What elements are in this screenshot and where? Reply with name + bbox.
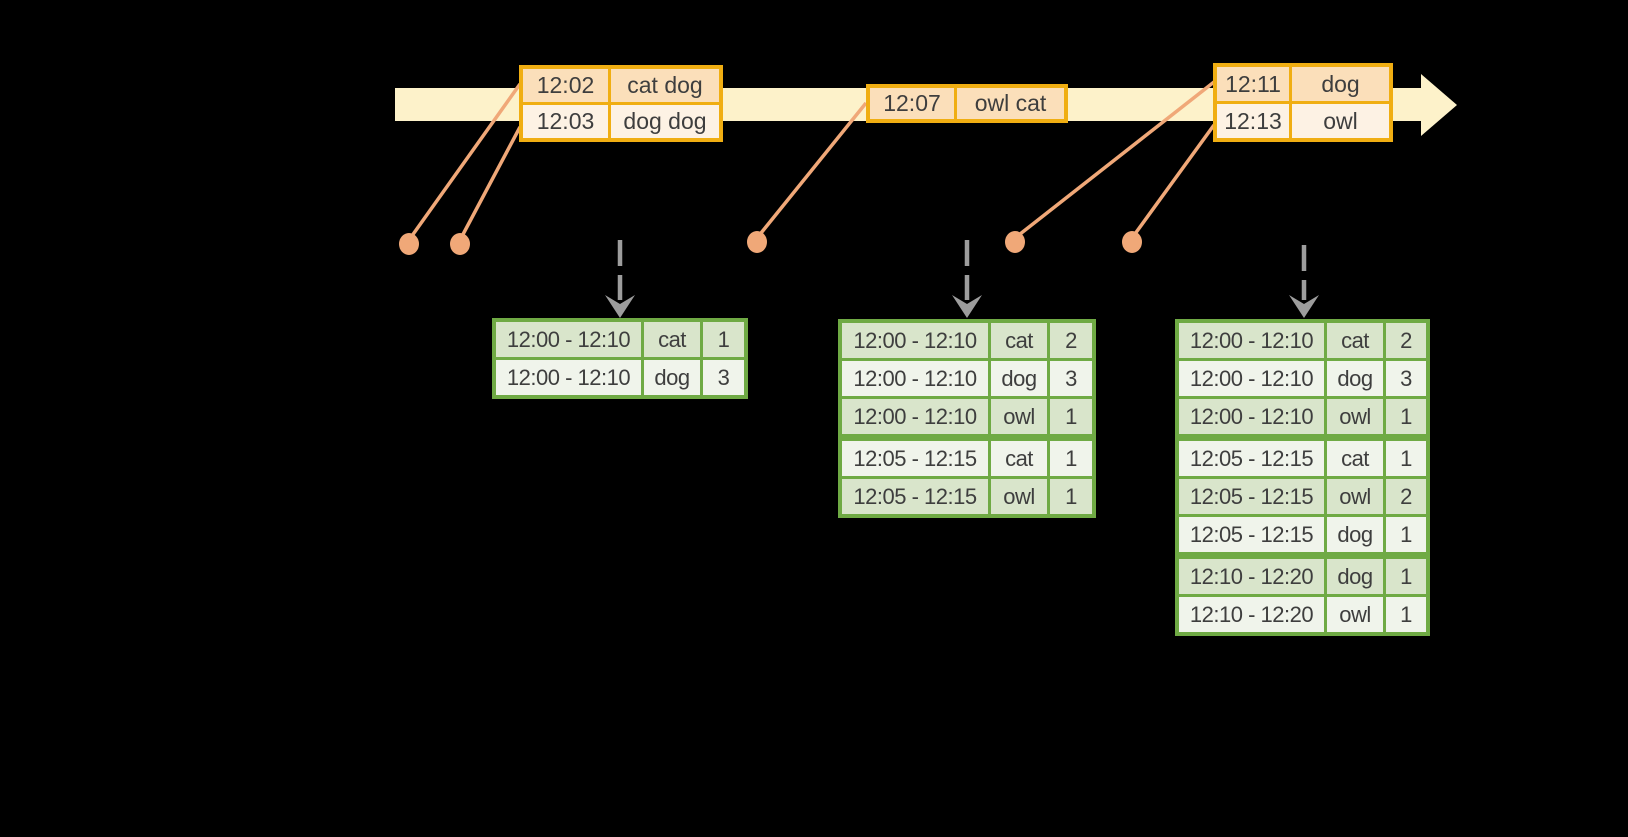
count-cell: 1: [703, 322, 744, 357]
event-connector-line: [755, 101, 868, 240]
window-cell: 12:05 - 12:15: [1179, 441, 1324, 476]
count-cell: 1: [1386, 559, 1426, 594]
word-cell: owl: [1327, 399, 1383, 434]
result-row: 12:10 - 12:20 owl 1: [1179, 597, 1426, 632]
result-row: 12:10 - 12:20 dog 1: [1179, 559, 1426, 594]
word-cell: owl: [991, 479, 1047, 514]
event-row: 12:02 cat dog: [523, 69, 719, 102]
word-cell: dog: [1327, 559, 1383, 594]
window-cell: 12:05 - 12:15: [1179, 517, 1324, 552]
window-cell: 12:05 - 12:15: [1179, 479, 1324, 514]
window-cell: 12:10 - 12:20: [1179, 559, 1324, 594]
event-dot: [399, 233, 419, 255]
window-cell: 12:05 - 12:15: [842, 441, 988, 476]
result-row: 12:00 - 12:10 cat 1: [496, 322, 744, 357]
count-cell: 2: [1386, 323, 1426, 358]
result-row: 12:05 - 12:15 cat 1: [842, 441, 1092, 476]
event-time-cell: 12:03: [523, 105, 608, 138]
count-cell: 2: [1050, 323, 1092, 358]
result-row: 12:05 - 12:15 owl 1: [842, 479, 1092, 514]
event-words-cell: dog dog: [611, 105, 719, 138]
result-row: 12:00 - 12:10 owl 1: [1179, 399, 1426, 434]
word-cell: cat: [1327, 323, 1383, 358]
count-cell: 2: [1386, 479, 1426, 514]
result-table-1: 12:00 - 12:10 cat 1 12:00 - 12:10 dog 3: [492, 318, 748, 399]
event-words-cell: owl cat: [957, 88, 1064, 119]
event-dot: [1005, 231, 1025, 253]
window-cell: 12:00 - 12:10: [496, 360, 641, 395]
window-cell: 12:00 - 12:10: [842, 399, 988, 434]
result-table-3: 12:00 - 12:10 cat 2 12:00 - 12:10 dog 3 …: [1175, 319, 1430, 636]
event-time-cell: 12:13: [1217, 104, 1289, 138]
count-cell: 1: [1386, 441, 1426, 476]
count-cell: 1: [1386, 517, 1426, 552]
window-cell: 12:10 - 12:20: [1179, 597, 1324, 632]
word-cell: dog: [1327, 517, 1383, 552]
trigger-arrowhead-icon: [1289, 295, 1319, 318]
event-table-1: 12:02 cat dog 12:03 dog dog: [519, 65, 723, 142]
event-table-2: 12:07 owl cat: [866, 84, 1068, 123]
result-row: 12:00 - 12:10 dog 3: [496, 360, 744, 395]
window-cell: 12:00 - 12:10: [496, 322, 641, 357]
result-row: 12:05 - 12:15 cat 1: [1179, 441, 1426, 476]
event-words-cell: cat dog: [611, 69, 719, 102]
event-dot: [747, 231, 767, 253]
word-cell: dog: [644, 360, 700, 395]
result-row: 12:05 - 12:15 owl 2: [1179, 479, 1426, 514]
event-connector-line: [1013, 80, 1216, 240]
count-cell: 1: [1386, 399, 1426, 434]
count-cell: 1: [1050, 479, 1092, 514]
timeline-arrowhead-icon: [1421, 74, 1457, 136]
event-row: 12:07 owl cat: [870, 88, 1064, 119]
word-cell: owl: [1327, 597, 1383, 632]
event-row: 12:13 owl: [1217, 104, 1389, 138]
count-cell: 1: [1050, 441, 1092, 476]
count-cell: 3: [1050, 361, 1092, 396]
window-cell: 12:05 - 12:15: [842, 479, 988, 514]
result-row: 12:00 - 12:10 owl 1: [842, 399, 1092, 434]
window-cell: 12:00 - 12:10: [842, 323, 988, 358]
event-words-cell: owl: [1292, 104, 1389, 138]
event-dot: [450, 233, 470, 255]
trigger-arrowhead-icon: [605, 295, 635, 318]
word-cell: cat: [991, 441, 1047, 476]
result-row: 12:00 - 12:10 dog 3: [842, 361, 1092, 396]
count-cell: 3: [1386, 361, 1426, 396]
result-row: 12:05 - 12:15 dog 1: [1179, 517, 1426, 552]
count-cell: 3: [703, 360, 744, 395]
word-cell: owl: [1327, 479, 1383, 514]
result-row: 12:00 - 12:10 dog 3: [1179, 361, 1426, 396]
window-cell: 12:00 - 12:10: [1179, 361, 1324, 396]
event-time-cell: 12:02: [523, 69, 608, 102]
word-cell: owl: [991, 399, 1047, 434]
event-row: 12:11 dog: [1217, 67, 1389, 101]
word-cell: dog: [991, 361, 1047, 396]
count-cell: 1: [1386, 597, 1426, 632]
window-cell: 12:00 - 12:10: [1179, 323, 1324, 358]
trigger-arrowhead-icon: [952, 295, 982, 318]
result-table-2: 12:00 - 12:10 cat 2 12:00 - 12:10 dog 3 …: [838, 319, 1096, 518]
window-cell: 12:00 - 12:10: [1179, 399, 1324, 434]
result-row: 12:00 - 12:10 cat 2: [842, 323, 1092, 358]
event-dot: [1122, 231, 1142, 253]
event-words-cell: dog: [1292, 67, 1389, 101]
event-time-cell: 12:11: [1217, 67, 1289, 101]
event-table-3: 12:11 dog 12:13 owl: [1213, 63, 1393, 142]
count-cell: 1: [1050, 399, 1092, 434]
result-row: 12:00 - 12:10 cat 2: [1179, 323, 1426, 358]
event-time-cell: 12:07: [870, 88, 954, 119]
window-cell: 12:00 - 12:10: [842, 361, 988, 396]
event-connector-line: [458, 126, 522, 241]
word-cell: dog: [1327, 361, 1383, 396]
event-connector-line: [1130, 123, 1216, 240]
word-cell: cat: [991, 323, 1047, 358]
event-connector-line: [407, 82, 522, 242]
word-cell: cat: [644, 322, 700, 357]
event-row: 12:03 dog dog: [523, 105, 719, 138]
word-cell: cat: [1327, 441, 1383, 476]
